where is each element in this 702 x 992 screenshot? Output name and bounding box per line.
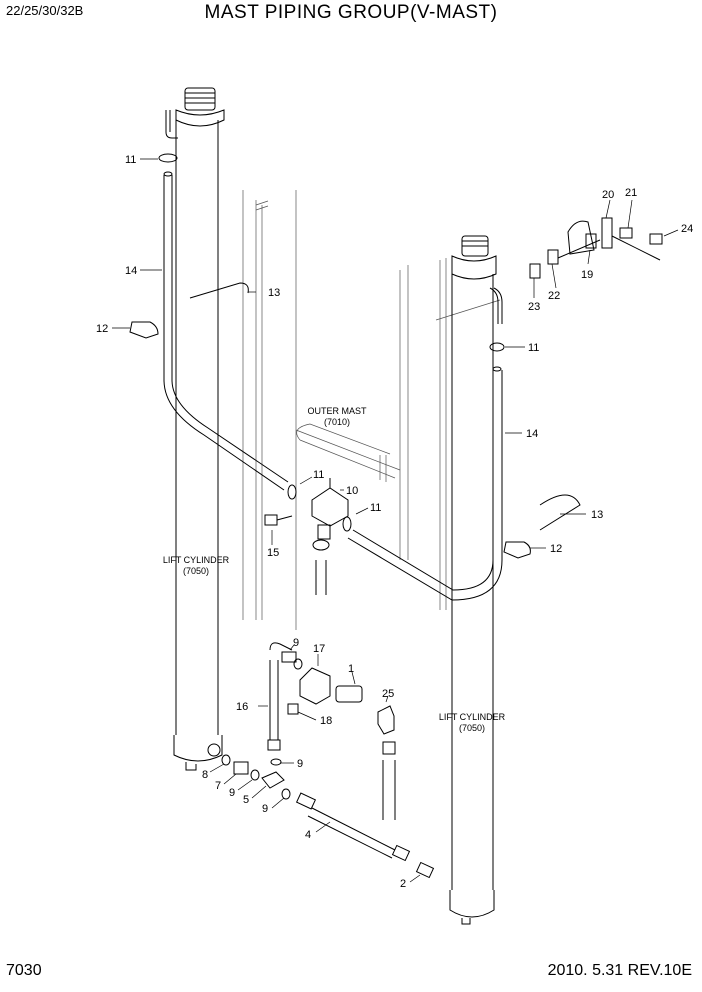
fitting-7	[233, 761, 249, 775]
callout: 9	[229, 787, 235, 799]
oring-9-c	[281, 788, 291, 800]
oring-9-b	[270, 758, 282, 766]
tee-5	[261, 771, 285, 789]
callout: 11	[313, 469, 324, 481]
ring-11-d	[342, 516, 352, 532]
page-title: MAST PIPING GROUP(V-MAST)	[204, 2, 498, 23]
right-lift-cylinder	[449, 235, 503, 925]
callout: 22	[548, 290, 560, 302]
revision-date: 2010. 5.31 REV.10E	[547, 962, 692, 979]
callout: 8	[202, 769, 208, 781]
callout: 4	[305, 829, 311, 841]
clamp-12-right	[503, 541, 531, 559]
callout: 2	[400, 878, 406, 890]
fitting-1	[335, 685, 363, 703]
wire-13-left	[189, 282, 249, 299]
callout: 21	[625, 187, 637, 199]
page-number: 7030	[6, 962, 42, 979]
outer-mast-code: (7010)	[324, 417, 350, 427]
callout: 15	[267, 547, 279, 559]
callout: 19	[581, 269, 593, 281]
tee-block	[311, 478, 349, 595]
callout: 10	[346, 485, 358, 497]
ring-11-c	[287, 484, 297, 500]
right-pipe	[347, 366, 503, 601]
left-lift-cylinder	[165, 87, 225, 771]
lift-cylinder-left-code: (7050)	[183, 566, 209, 576]
callout: 14	[526, 428, 538, 440]
outer-mast-name: OUTER MAST	[307, 406, 367, 416]
leader-lines	[112, 158, 679, 883]
model-number: 22/25/30/32B	[6, 3, 84, 18]
oring-9-d	[293, 658, 303, 670]
lift-cylinder-right-code: (7050)	[459, 723, 485, 733]
callout: 7	[215, 780, 221, 792]
callout: 9	[297, 758, 303, 770]
hose-vertical	[382, 741, 396, 820]
hose-4	[295, 792, 411, 862]
oring-8	[221, 754, 231, 766]
callout: 5	[243, 794, 249, 806]
ring-11-a	[158, 153, 178, 163]
bolt-18	[287, 703, 299, 715]
clamp-12-left	[129, 321, 159, 339]
callout: 1	[348, 663, 354, 675]
callout: 23	[528, 301, 540, 313]
callout: 13	[591, 509, 603, 521]
callout: 11	[528, 342, 539, 354]
hose-16	[267, 642, 297, 751]
callout: 18	[320, 715, 332, 727]
wire-13-right	[539, 494, 581, 531]
fitting-2	[415, 861, 435, 879]
elbow-25	[377, 705, 395, 735]
outer-mast-frame	[242, 190, 501, 630]
callout: 13	[268, 287, 280, 299]
callout: 11	[370, 502, 381, 514]
bracket-assembly	[529, 217, 663, 279]
callout: 9	[293, 637, 299, 649]
lift-cylinder-right-name: LIFT CYLINDER	[439, 712, 506, 722]
callout: 11	[125, 154, 136, 166]
callout: 25	[382, 688, 394, 700]
callout: 17	[313, 643, 325, 655]
lift-cylinder-left-name: LIFT CYLINDER	[163, 555, 230, 565]
callout: 14	[125, 265, 137, 277]
bolt-15	[264, 514, 293, 526]
callout: 24	[681, 223, 693, 235]
left-pipe	[163, 171, 289, 491]
ring-11-b	[489, 342, 505, 352]
callout: 12	[96, 323, 108, 335]
callout-numbers: 11 14 12 13 20 21 24 19 22 23 11 14 13 1…	[96, 154, 693, 890]
oring-9-a	[250, 769, 260, 781]
callout: 20	[602, 189, 614, 201]
callout: 9	[262, 803, 268, 815]
callout: 12	[550, 543, 562, 555]
callout: 16	[236, 701, 248, 713]
block-17	[299, 667, 331, 705]
